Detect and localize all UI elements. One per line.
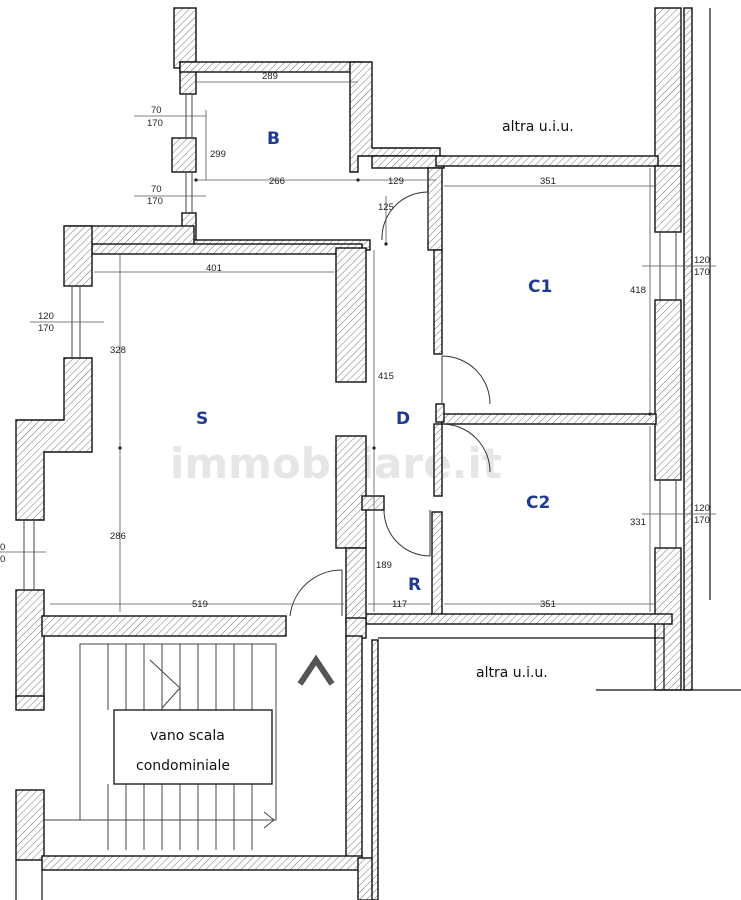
dim-win-b2-bottom: 170	[147, 196, 163, 207]
dim-win-left-top: 0	[0, 542, 5, 553]
dim-win-b1-bottom: 170	[147, 118, 163, 129]
wall-s-d-upper	[335, 247, 367, 383]
other-unit-bottom-label: altra u.i.u.	[476, 665, 548, 681]
wall-s-d-lower	[335, 435, 367, 549]
dimension-ticks	[118, 178, 652, 450]
dim-b-corridor-right: 129	[388, 176, 404, 187]
dimension-lines	[0, 81, 716, 612]
dim-b-corridor: 266	[269, 176, 285, 187]
door-entrance	[289, 569, 343, 617]
dim-b-width: 289	[262, 71, 278, 82]
dim-c1-height: 418	[630, 285, 646, 296]
room-label-b: B	[267, 129, 280, 149]
wall-stair-right	[345, 635, 363, 861]
wall-s-r	[345, 547, 367, 625]
room-label-d: D	[396, 409, 410, 429]
wall-right-top-vertical	[654, 7, 682, 167]
dim-win-c1-bottom: 170	[694, 267, 710, 278]
wall-c1-left-lower	[433, 249, 443, 355]
room-label-c1: C1	[528, 277, 552, 297]
entrance-arrow-icon	[297, 654, 335, 686]
dim-win-s-bottom: 170	[38, 323, 54, 334]
wall-hall-top	[371, 155, 445, 169]
stair-label-box	[113, 709, 273, 785]
room-label-c2: C2	[526, 493, 550, 513]
staircase	[44, 643, 277, 850]
dim-s-height-top: 328	[110, 345, 126, 356]
walls	[15, 7, 693, 900]
door-c1	[441, 355, 491, 405]
wall-stair-left-upper	[15, 695, 45, 711]
door-c2	[441, 423, 491, 473]
dim-c1-width: 351	[540, 176, 556, 187]
dim-win-c2-top: 120	[694, 503, 710, 514]
wall-stair-right-outer	[371, 639, 379, 900]
wall-stair-left	[15, 789, 45, 861]
wall-s-left-1	[63, 225, 93, 287]
wall-c2-left-lower	[431, 511, 443, 623]
door-r	[383, 509, 431, 557]
dim-win-c1-top: 120	[694, 255, 710, 266]
wall-s-top-right	[91, 243, 363, 255]
wall-right-far	[683, 7, 693, 691]
dim-c2-width: 351	[540, 599, 556, 610]
wall-s-left-3	[15, 589, 45, 701]
wall-c2-bottom	[361, 613, 673, 625]
room-label-r: R	[408, 575, 421, 595]
doors	[289, 191, 491, 617]
wall-c1-c2	[441, 413, 657, 425]
dim-r-width: 117	[392, 599, 407, 610]
wall-c2-left-upper	[433, 423, 443, 497]
wall-s-left-2	[15, 357, 93, 521]
dim-win-b2-top: 70	[151, 184, 162, 195]
dim-s-height-bottom: 286	[110, 531, 126, 542]
dim-b-height: 299	[210, 149, 226, 160]
outline-lines	[15, 8, 741, 900]
wall-top-left-stub	[173, 7, 197, 69]
dim-s-width-bottom: 519	[192, 599, 208, 610]
wall-c1-top	[435, 155, 659, 167]
room-label-s: S	[196, 409, 208, 429]
wall-right-ext-1	[654, 165, 682, 233]
wall-s-bottom	[41, 615, 287, 637]
dim-c2-height: 331	[630, 517, 646, 528]
wall-stair-bottom	[41, 855, 363, 871]
door-b	[381, 191, 429, 241]
dim-win-left-bottom: 0	[0, 554, 5, 565]
wall-c1-door-stub	[435, 403, 445, 423]
wall-d-right-stub	[361, 495, 385, 511]
wall-right-ext-2	[654, 299, 682, 481]
dim-r-height: 189	[376, 560, 392, 571]
stair-label-line1: vano scala	[150, 728, 225, 744]
stair-label-line2: condominiale	[136, 758, 230, 774]
dim-win-s-top: 120	[38, 311, 54, 322]
wall-stair-top-right	[345, 617, 367, 639]
wall-b-left-mid	[171, 137, 197, 173]
dim-win-c2-bottom: 170	[694, 515, 710, 526]
dim-win-b1-top: 70	[151, 105, 162, 116]
other-unit-top-label: altra u.i.u.	[502, 119, 574, 135]
dim-s-width-top: 401	[206, 263, 222, 274]
dim-b-door: 125	[378, 202, 394, 213]
dim-d-length: 415	[378, 371, 394, 382]
